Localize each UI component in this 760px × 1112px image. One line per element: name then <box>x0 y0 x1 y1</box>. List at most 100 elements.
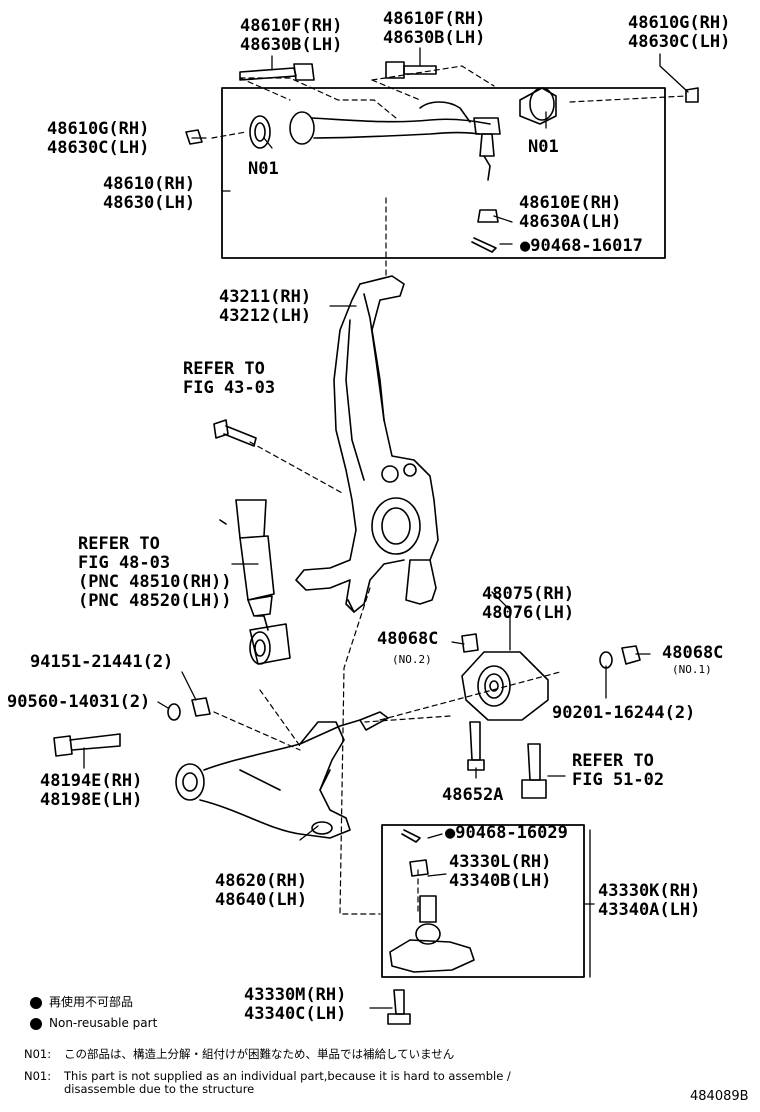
legend-en-text: Non-reusable part <box>49 1016 158 1030</box>
ball-joint-cotter-pin <box>401 829 421 843</box>
label-refer-43-03: REFER TO FIG 43-03 <box>183 360 275 398</box>
note-en: N01:This part is not supplied as an indi… <box>24 1070 511 1083</box>
lower-arm-bushing <box>461 651 549 721</box>
upper-arm-bolt-left <box>239 63 315 81</box>
label-line: 48198E(LH) <box>40 790 143 810</box>
label-line: 90201-16244(2) <box>552 703 696 723</box>
note-key: N01: <box>24 1047 52 1061</box>
upper-arm-assembly-box <box>221 87 666 259</box>
legend: 再使用不可部品 Non-reusable part <box>30 992 157 1034</box>
label-line: 43212(LH) <box>219 306 312 326</box>
label-line: 48194E(RH) <box>40 771 143 791</box>
label-90560: 90560-14031(2) <box>7 693 150 712</box>
ball-joint-assembly-box <box>381 824 585 978</box>
label-line: 94151-21441(2) <box>30 652 174 672</box>
non-reusable-dot-icon <box>520 236 530 256</box>
label-line: 48630C(LH) <box>628 32 731 52</box>
upper-arm-bolt-right <box>385 61 437 79</box>
bolt-refer-51 <box>521 743 547 799</box>
label-43330l: 43330L(RH) 43340B(LH) <box>449 853 551 891</box>
upper-control-arm <box>249 87 557 181</box>
label-48610g-right: 48610G(RH) 48630C(LH) <box>628 14 730 52</box>
label-no2: (NO.2) <box>392 654 432 666</box>
label-90468-16029: 90468-16029 <box>445 823 568 843</box>
label-line: 48610F(RH) <box>240 16 343 36</box>
label-line: 48610(RH) <box>103 174 196 194</box>
label-line: N01 <box>528 137 559 157</box>
label-n01-right: N01 <box>528 138 559 157</box>
label-line: (PNC 48520(LH)) <box>78 591 232 611</box>
label-knuckle: 43211(RH) 43212(LH) <box>219 288 311 326</box>
label-line: 43330M(RH) <box>244 985 347 1005</box>
lower-control-arm <box>175 711 389 839</box>
bolt-48652a <box>467 721 485 771</box>
label-line: FIG 48-03 <box>78 553 171 573</box>
label-n01-left: N01 <box>248 160 279 179</box>
upper-arm-nut-left <box>185 129 203 145</box>
label-line: (NO.2) <box>392 653 432 666</box>
lower-ball-joint <box>389 895 475 973</box>
label-94151: 94151-21441(2) <box>30 653 173 672</box>
steering-knuckle <box>295 275 439 613</box>
label-line: 48076(LH) <box>482 603 575 623</box>
label-48610f-right: 48610F(RH) 48630B(LH) <box>383 10 485 48</box>
non-reusable-dot-icon <box>30 1017 42 1030</box>
legend-row-en: Non-reusable part <box>30 1013 157 1034</box>
label-line: 48620(RH) <box>215 871 308 891</box>
label-48610e: 48610E(RH) 48630A(LH) <box>519 194 621 232</box>
label-line: 90468-16017 <box>520 236 643 256</box>
note-key: N01: <box>24 1069 52 1083</box>
non-reusable-dot-icon <box>30 996 42 1009</box>
label-line: N01 <box>248 159 279 179</box>
nut-no2 <box>461 633 479 653</box>
label-line: REFER TO <box>78 534 160 554</box>
label-48194e: 48194E(RH) 48198E(LH) <box>40 772 142 810</box>
label-line: 43340C(LH) <box>244 1004 347 1024</box>
legend-row-jp: 再使用不可部品 <box>30 992 157 1013</box>
note-en-cont: disassemble due to the structure <box>64 1083 254 1096</box>
knuckle-bolt <box>213 419 257 447</box>
note-en-text-2: disassemble due to the structure <box>64 1082 255 1096</box>
shock-washer <box>167 703 181 721</box>
label-line: 43340B(LH) <box>449 871 552 891</box>
label-line: 48640(LH) <box>215 890 308 910</box>
figure-id: 484089B <box>690 1090 749 1103</box>
label-line: 43211(RH) <box>219 287 312 307</box>
label-48652a: 48652A <box>442 786 503 805</box>
figure-id-text: 484089B <box>690 1089 749 1104</box>
label-line: (PNC 48510(RH)) <box>78 572 232 592</box>
label-refer-48-03: REFER TO FIG 48-03 (PNC 48510(RH)) (PNC … <box>78 535 232 611</box>
label-line: 48068C <box>377 629 439 649</box>
shock-absorber <box>219 499 291 665</box>
upper-cotter-pin <box>471 237 497 253</box>
label-line: 48610E(RH) <box>519 193 622 213</box>
upper-arm-nut-right <box>685 87 699 103</box>
label-line: 90468-16029 <box>445 823 568 843</box>
label-48610g-left: 48610G(RH) 48630C(LH) <box>47 120 149 158</box>
label-90468-16017: 90468-16017 <box>520 236 643 256</box>
label-lower-arm: 48620(RH) 48640(LH) <box>215 872 307 910</box>
lower-arm-bolt <box>53 733 121 757</box>
label-line: FIG 43-03 <box>183 378 276 398</box>
shock-nut <box>191 697 211 717</box>
label-line: FIG 51-02 <box>572 770 665 790</box>
label-refer-51-02: REFER TO FIG 51-02 <box>572 752 664 790</box>
label-line: 90560-14031(2) <box>7 692 151 712</box>
label-no1: (NO.1) <box>672 664 712 676</box>
label-line: 48068C <box>662 643 724 663</box>
label-line: 43330L(RH) <box>449 852 552 872</box>
ball-joint-nut <box>409 859 429 877</box>
legend-jp-text: 再使用不可部品 <box>49 995 134 1009</box>
label-line: 48652A <box>442 785 504 805</box>
ball-joint-bolt <box>387 989 411 1025</box>
label-line: 43340A(LH) <box>598 900 701 920</box>
label-line: 48630A(LH) <box>519 212 622 232</box>
washer-right <box>599 651 613 669</box>
leader-lines <box>83 47 689 1009</box>
label-line: 43330K(RH) <box>598 881 701 901</box>
note-jp-text: この部品は、構造上分解・組付けが困難なため、単品では補給していません <box>64 1047 455 1061</box>
label-48068c-left: 48068C <box>377 630 438 649</box>
label-upper-arm: 48610(RH) 48630(LH) <box>103 175 195 213</box>
label-line: 48630B(LH) <box>240 35 343 55</box>
label-line: (NO.1) <box>672 663 712 676</box>
